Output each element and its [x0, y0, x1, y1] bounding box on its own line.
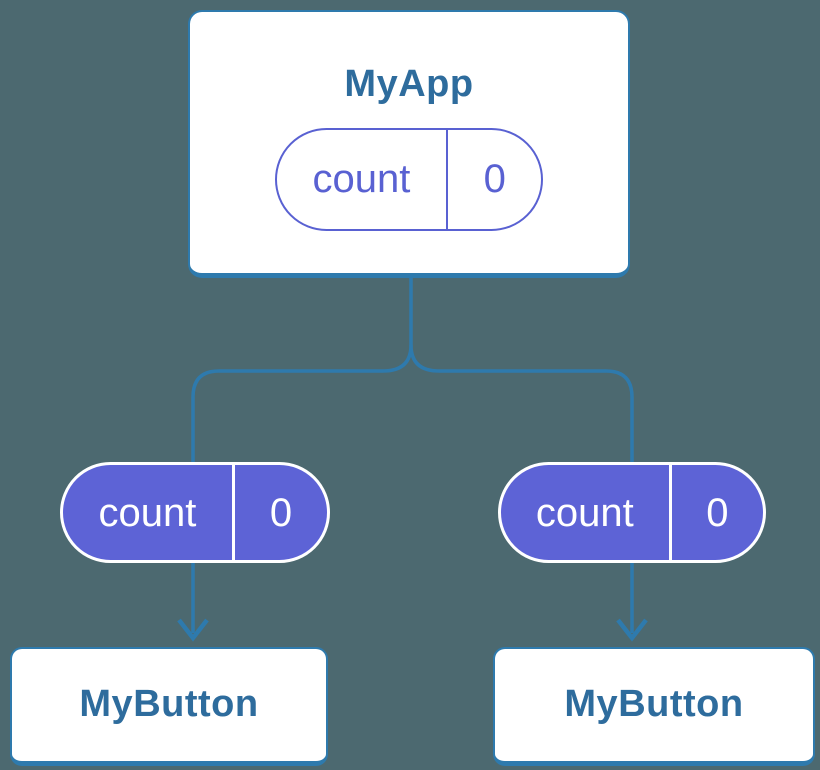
state-pill-myapp: count 0: [275, 127, 543, 231]
node-card-mybutton-left: MyButton: [10, 647, 328, 766]
pill-divider: [231, 465, 235, 560]
arrow-down-icon-right: [616, 618, 648, 642]
node-card-mybutton-right: MyButton: [493, 647, 815, 766]
pill-divider: [668, 465, 672, 560]
pill-divider: [445, 129, 449, 229]
node-title-mybutton-left: MyButton: [79, 683, 259, 726]
prop-pill-value: 0: [706, 490, 729, 535]
arrow-down-icon-left: [177, 618, 209, 642]
state-pill-value: 0: [483, 157, 506, 202]
connector-left-branch: [191, 344, 413, 633]
prop-pill-label: count: [535, 490, 634, 535]
prop-pill-label: count: [98, 490, 197, 535]
state-pill-label: count: [312, 157, 411, 202]
node-card-myapp: MyApp count 0: [188, 10, 630, 278]
connector-right-branch: [409, 344, 634, 633]
node-title-myapp: MyApp: [344, 63, 474, 105]
prop-pill-left: count 0: [60, 462, 330, 563]
prop-pill-right: count 0: [498, 462, 766, 563]
prop-pill-value: 0: [269, 490, 293, 535]
node-title-mybutton-right: MyButton: [564, 683, 744, 726]
